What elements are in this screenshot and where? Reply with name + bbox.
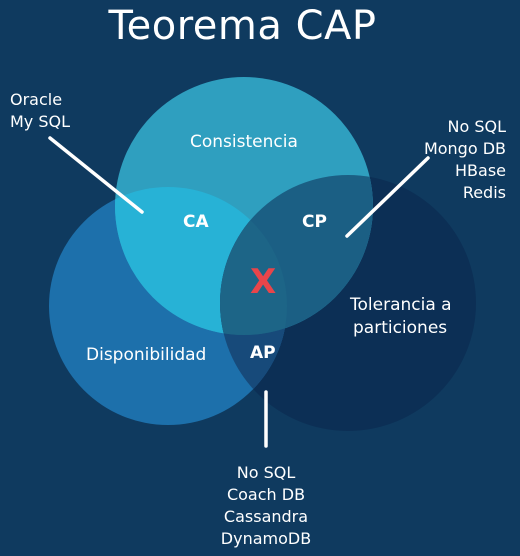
- list-item: DynamoDB: [220, 529, 312, 548]
- ca-examples-list: Oracle My SQL: [10, 89, 70, 133]
- list-item: Oracle: [10, 90, 63, 109]
- center-x-mark: X: [250, 262, 277, 302]
- list-item: No SQL: [447, 117, 506, 136]
- cp-pointer-line: [345, 156, 430, 238]
- ap-region-label: AP: [250, 343, 276, 363]
- list-item: Mongo DB: [423, 139, 506, 158]
- list-item: Coach DB: [226, 485, 306, 504]
- cp-region-label: CP: [302, 212, 327, 232]
- partition-tolerance-label-line2: particiones: [353, 318, 448, 338]
- page-title: Teorema CAP: [108, 3, 377, 49]
- list-item: My SQL: [10, 112, 71, 131]
- cp-examples-list: No SQL Mongo DB HBase Redis: [424, 116, 506, 204]
- list-item: HBase: [455, 161, 506, 180]
- ca-region-label: CA: [183, 212, 209, 232]
- ca-pointer-line: [48, 136, 144, 214]
- partition-tolerance-label-line1: Tolerancia a: [350, 295, 452, 315]
- availability-label: Disponibilidad: [86, 345, 207, 365]
- ap-examples-list: No SQL Coach DB Cassandra DynamoDB: [206, 462, 326, 550]
- list-item: Cassandra: [223, 507, 309, 526]
- list-item: Redis: [462, 183, 506, 202]
- list-item: No SQL: [236, 463, 296, 482]
- consistency-label: Consistencia: [190, 132, 298, 152]
